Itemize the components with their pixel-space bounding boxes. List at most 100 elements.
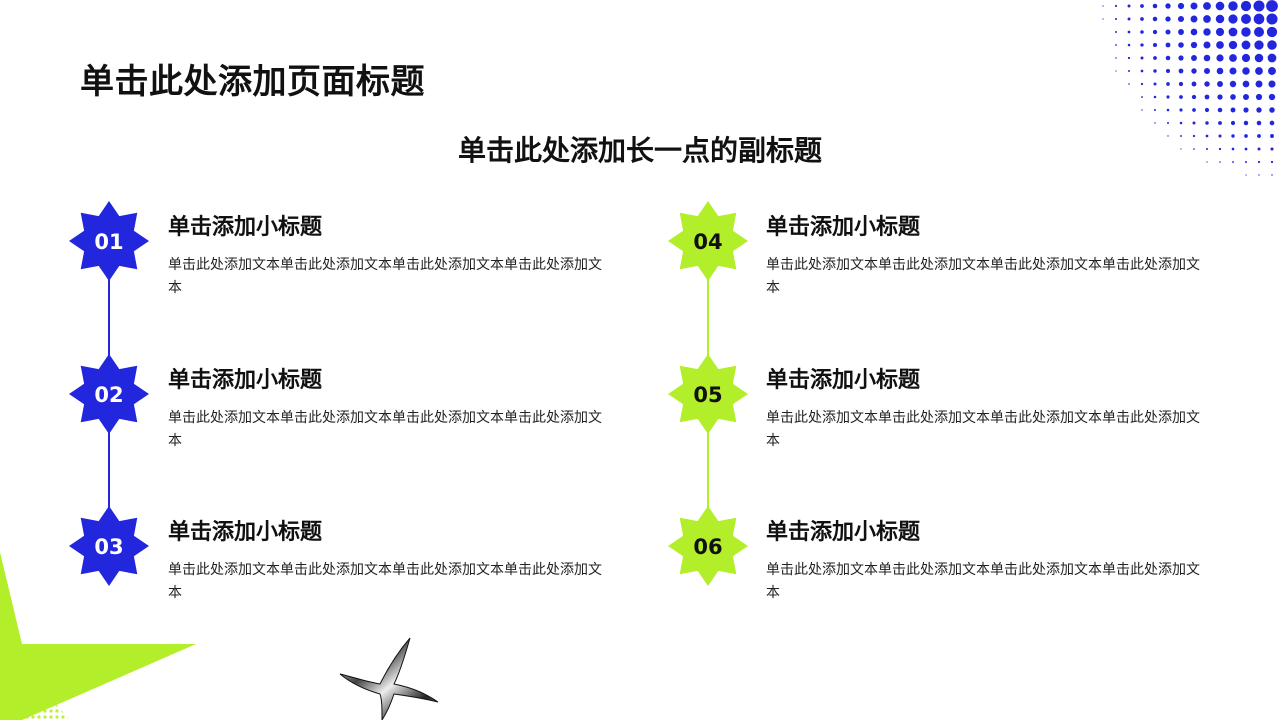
halftone-dot bbox=[1191, 68, 1197, 74]
halftone-dot bbox=[1178, 42, 1184, 48]
halftone-dot bbox=[1228, 27, 1238, 37]
halftone-dot bbox=[1255, 93, 1263, 101]
star-badge-05: 05 bbox=[668, 354, 748, 434]
item-body[interactable]: 单击此处添加文本单击此处添加文本单击此处添加文本单击此处添加文本 bbox=[168, 410, 602, 449]
item-title[interactable]: 单击添加小标题 bbox=[766, 215, 921, 240]
halftone-dot bbox=[1191, 81, 1197, 87]
item-title[interactable]: 单击添加小标题 bbox=[766, 368, 921, 393]
halftone-dot bbox=[1240, 0, 1252, 12]
halftone-dot bbox=[1242, 67, 1250, 75]
halftone-dot bbox=[1204, 107, 1210, 113]
halftone-dot bbox=[1127, 17, 1131, 21]
item-body[interactable]: 单击此处添加文本单击此处添加文本单击此处添加文本单击此处添加文本 bbox=[766, 257, 1200, 296]
halftone-dot bbox=[1177, 15, 1185, 23]
halftone-dot bbox=[1165, 42, 1171, 48]
halftone-dot bbox=[1257, 134, 1261, 138]
halftone-dot bbox=[1218, 134, 1222, 138]
halftone-dot bbox=[1228, 1, 1238, 11]
halftone-dot bbox=[1152, 16, 1158, 22]
star-badge-03: 03 bbox=[69, 506, 149, 586]
halftone-dot bbox=[1165, 29, 1171, 35]
star-shape bbox=[668, 506, 748, 586]
halftone-dot bbox=[1243, 120, 1249, 126]
halftone-dot bbox=[1141, 96, 1143, 98]
halftone-dot bbox=[1266, 13, 1278, 25]
halftone-dot bbox=[1216, 41, 1224, 49]
halftone-dot bbox=[1177, 2, 1185, 10]
item-number: 04 bbox=[693, 230, 722, 254]
halftone-dot bbox=[1270, 134, 1274, 138]
halftone-dot bbox=[1229, 67, 1237, 75]
halftone-dot bbox=[1256, 120, 1262, 126]
item-body[interactable]: 单击此处添加文本单击此处添加文本单击此处添加文本单击此处添加文本 bbox=[168, 562, 602, 601]
halftone-dot bbox=[1140, 82, 1144, 86]
item-number: 05 bbox=[693, 383, 722, 407]
halftone-dot bbox=[1206, 161, 1208, 163]
halftone-dot bbox=[1230, 120, 1236, 126]
star-shape bbox=[668, 354, 748, 434]
halftone-dot bbox=[1256, 107, 1262, 113]
item-number: 01 bbox=[94, 230, 123, 254]
item-title[interactable]: 单击添加小标题 bbox=[168, 215, 323, 240]
halftone-dot bbox=[1190, 15, 1198, 23]
halftone-dot bbox=[1244, 134, 1248, 138]
halftone-dot bbox=[1192, 108, 1196, 112]
item-body[interactable]: 单击此处添加文本单击此处添加文本单击此处添加文本单击此处添加文本 bbox=[766, 562, 1200, 601]
halftone-dot bbox=[1191, 94, 1197, 100]
star-badge-01: 01 bbox=[69, 201, 149, 281]
star-badge-02: 02 bbox=[69, 354, 149, 434]
item-title[interactable]: 单击添加小标题 bbox=[168, 520, 323, 545]
page-subtitle[interactable]: 单击此处添加长一点的副标题 bbox=[457, 134, 822, 167]
halftone-dot bbox=[1269, 107, 1275, 113]
halftone-dot bbox=[1232, 161, 1234, 163]
halftone-dot bbox=[1229, 80, 1237, 88]
halftone-dot bbox=[1166, 82, 1170, 86]
halftone-dot bbox=[1165, 3, 1171, 9]
halftone-dot bbox=[1215, 1, 1225, 11]
halftone-dot bbox=[1266, 26, 1278, 38]
halftone-dot bbox=[1241, 53, 1251, 63]
halftone-dot bbox=[1257, 147, 1261, 151]
halftone-dot bbox=[1241, 14, 1251, 24]
halftone-dot bbox=[1242, 80, 1250, 88]
halftone-dot bbox=[1127, 43, 1131, 47]
halftone-dot bbox=[1152, 42, 1158, 48]
item-body[interactable]: 单击此处添加文本单击此处添加文本单击此处添加文本单击此处添加文本 bbox=[766, 410, 1200, 449]
halftone-dot bbox=[1216, 67, 1224, 75]
item-body[interactable]: 单击此处添加文本单击此处添加文本单击此处添加文本单击此处添加文本 bbox=[168, 257, 602, 296]
star-badge-04: 04 bbox=[668, 201, 748, 281]
halftone-dot bbox=[1141, 109, 1143, 111]
star-badge-06: 06 bbox=[668, 506, 748, 586]
halftone-dot bbox=[1115, 57, 1117, 59]
halftone-dot bbox=[1204, 94, 1210, 100]
halftone-dot bbox=[1245, 174, 1247, 176]
halftone-dot bbox=[1257, 160, 1261, 164]
halftone-dot bbox=[1268, 80, 1276, 88]
halftone-dot bbox=[1115, 44, 1117, 46]
halftone-dot bbox=[1165, 68, 1171, 74]
halftone-dot bbox=[1244, 147, 1248, 151]
item-title[interactable]: 单击添加小标题 bbox=[766, 520, 921, 545]
halftone-dot bbox=[1230, 107, 1236, 113]
halftone-dot bbox=[1218, 121, 1222, 125]
halftone-dot bbox=[1203, 54, 1211, 62]
halftone-dot bbox=[1152, 29, 1158, 35]
halftone-dot bbox=[1192, 121, 1196, 125]
halftone-dot bbox=[1179, 108, 1183, 112]
halftone-dot bbox=[1243, 107, 1249, 113]
halftone-dot bbox=[1205, 121, 1209, 125]
halftone-dot bbox=[1102, 18, 1104, 20]
halftone-dot bbox=[1140, 4, 1144, 8]
item-title[interactable]: 单击添加小标题 bbox=[168, 368, 323, 393]
halftone-dot bbox=[1127, 56, 1131, 60]
halftone-dot bbox=[1179, 95, 1183, 99]
halftone-dot bbox=[1203, 2, 1211, 10]
halftone-dot bbox=[1228, 14, 1238, 24]
page-title[interactable]: 单击此处添加页面标题 bbox=[80, 62, 425, 102]
halftone-dot bbox=[1153, 56, 1157, 60]
halftone-dot bbox=[1114, 4, 1118, 8]
halftone-dot bbox=[1243, 94, 1249, 100]
halftone-dot bbox=[1241, 40, 1251, 50]
halftone-dot bbox=[1190, 41, 1198, 49]
